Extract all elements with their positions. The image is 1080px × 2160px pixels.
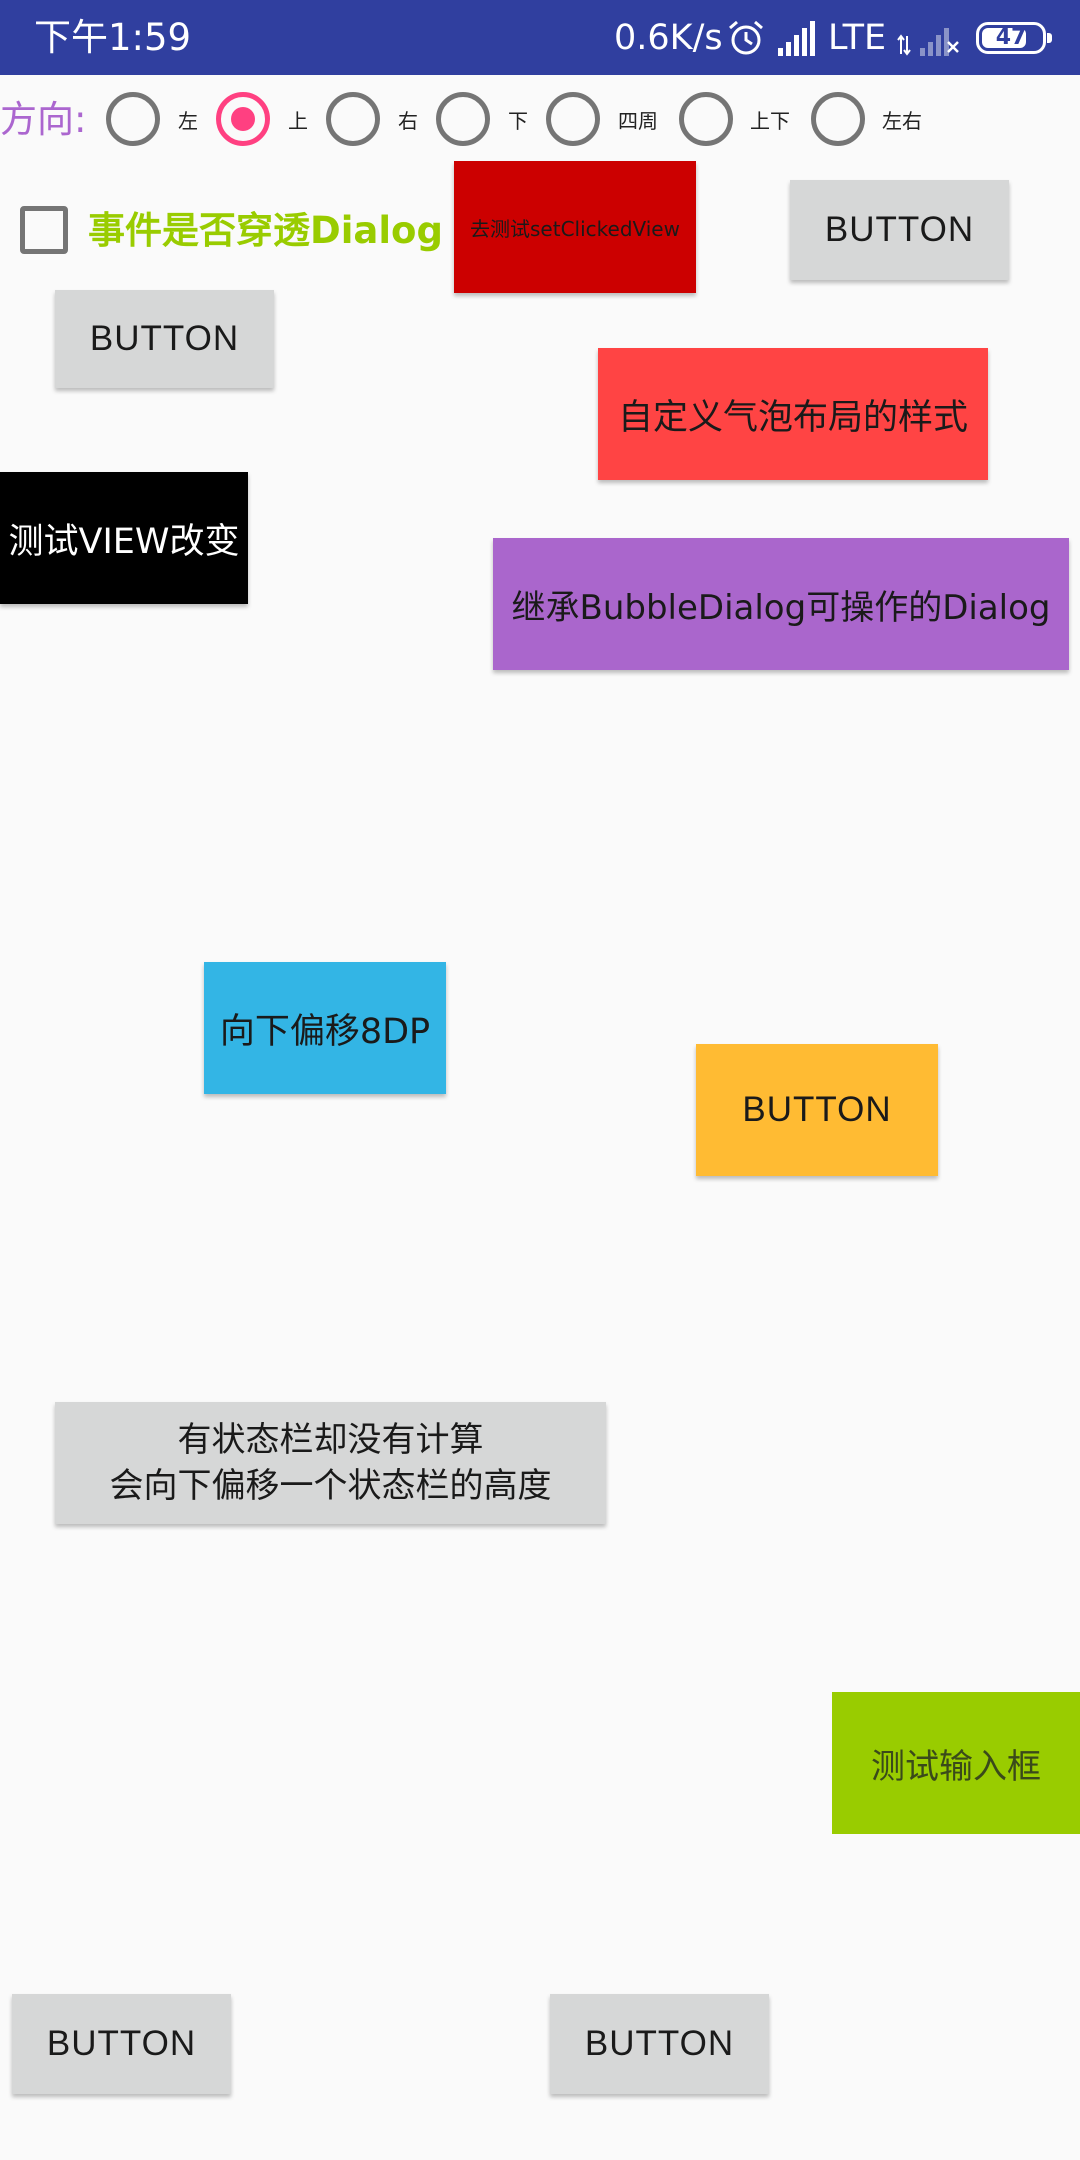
- signal-strength-icon: [778, 21, 815, 56]
- radio-around[interactable]: [546, 92, 600, 146]
- battery-level: 47: [995, 25, 1027, 50]
- status-bar-offset-line2: 会向下偏移一个状态栏的高度: [109, 1467, 552, 1505]
- status-bar-offset-line1: 有状态栏却没有计算: [177, 1421, 484, 1459]
- network-type: LTE: [828, 18, 887, 58]
- inherit-bubble-dialog-button[interactable]: 继承BubbleDialog可操作的Dialog: [493, 538, 1069, 670]
- test-view-change-button[interactable]: 测试VIEW改变: [0, 472, 248, 604]
- radio-around-label[interactable]: 四周: [618, 109, 658, 133]
- test-input-button[interactable]: 测试输入框: [832, 1692, 1080, 1834]
- passthrough-checkbox[interactable]: [20, 206, 68, 254]
- button-orange[interactable]: BUTTON: [696, 1044, 938, 1176]
- radio-top[interactable]: [216, 92, 270, 146]
- radio-right-label[interactable]: 右: [398, 109, 418, 133]
- radio-left-right-label[interactable]: 左右: [882, 109, 922, 133]
- radio-top-label[interactable]: 上: [288, 109, 308, 133]
- radio-right[interactable]: [326, 92, 380, 146]
- status-time: 下午1:59: [34, 16, 192, 59]
- direction-label: 方向:: [0, 98, 87, 141]
- alarm-icon: [729, 20, 763, 55]
- set-clicked-view-button[interactable]: 去测试setClickedView: [454, 161, 696, 293]
- custom-bubble-layout-button[interactable]: 自定义气泡布局的样式: [598, 348, 988, 480]
- radio-top-bottom[interactable]: [679, 92, 733, 146]
- button-left[interactable]: BUTTON: [55, 290, 274, 388]
- radio-left-label[interactable]: 左: [178, 109, 198, 133]
- passthrough-checkbox-label[interactable]: 事件是否穿透Dialog: [88, 209, 443, 252]
- button-top-right[interactable]: BUTTON: [790, 180, 1009, 280]
- network-speed: 0.6K/s: [614, 18, 723, 58]
- status-bar-offset-button[interactable]: 有状态栏却没有计算 会向下偏移一个状态栏的高度: [55, 1402, 606, 1524]
- button-bottom-left[interactable]: BUTTON: [12, 1994, 231, 2094]
- data-activity-icon: [897, 34, 911, 56]
- button-bottom-center[interactable]: BUTTON: [550, 1994, 769, 2094]
- status-bar: 下午1:59 0.6K/s LTE 47: [0, 0, 1080, 75]
- radio-selected-dot: [231, 107, 255, 131]
- secondary-signal-icon: [920, 28, 959, 56]
- radio-top-bottom-label[interactable]: 上下: [750, 109, 790, 133]
- radio-left[interactable]: [106, 92, 160, 146]
- radio-bottom[interactable]: [436, 92, 490, 146]
- radio-bottom-label[interactable]: 下: [508, 109, 528, 133]
- radio-left-right[interactable]: [811, 92, 865, 146]
- battery-icon: 47: [976, 22, 1052, 54]
- offset-8dp-button[interactable]: 向下偏移8DP: [204, 962, 446, 1094]
